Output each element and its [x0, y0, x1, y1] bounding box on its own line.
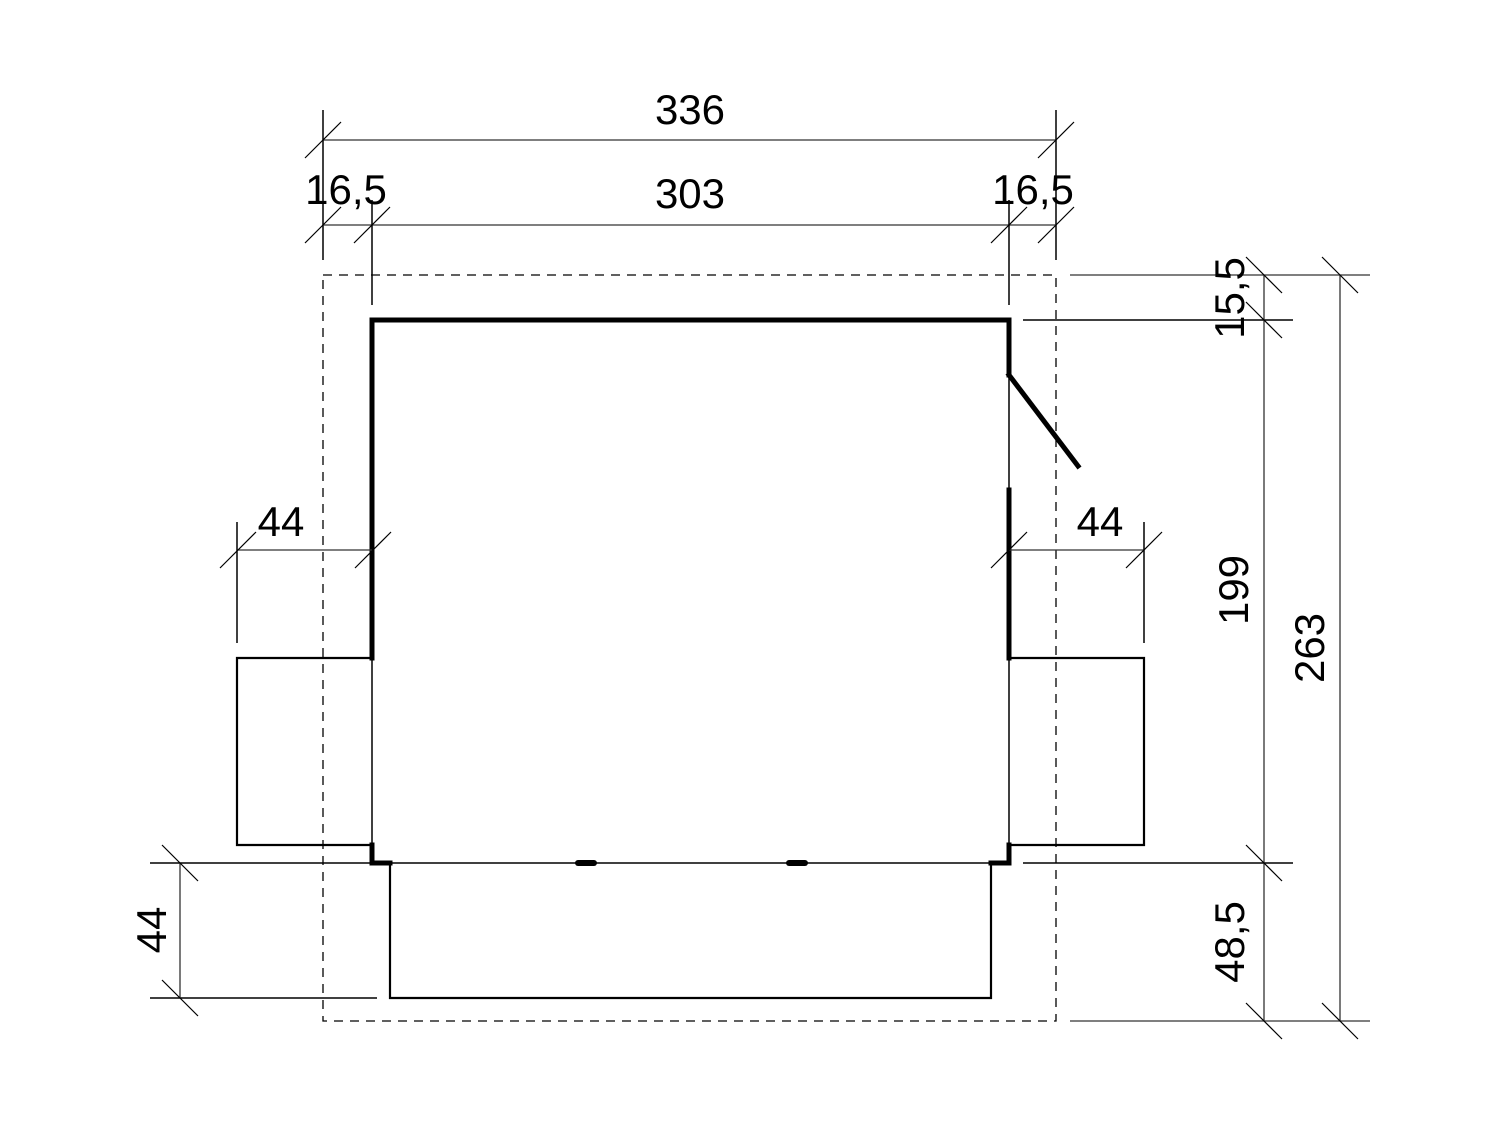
inner-depth-label: 199: [1210, 555, 1257, 625]
front-step-depth-label: 44: [128, 907, 175, 954]
top-offset-label: 15,5: [1206, 257, 1253, 339]
dimension-inner-width: 16,5 303 16,5: [304, 166, 1075, 305]
left-offset-label: 16,5: [305, 166, 387, 213]
door-swing: [1005, 371, 1082, 470]
dimension-overall-width: 336: [304, 86, 1075, 260]
left-wing: [235, 656, 372, 847]
front-step: [388, 863, 993, 1000]
dimension-left-wing: 44: [219, 498, 392, 643]
dimension-right-wing: 44: [990, 498, 1163, 643]
left-wing-width-label: 44: [258, 498, 305, 545]
overall-footprint-outline: [322, 274, 1057, 1022]
overall-depth-label: 263: [1286, 613, 1333, 683]
dimension-vertical-right: 15,5 199 263 48,5: [1023, 256, 1370, 1040]
main-walls: [369, 317, 1082, 845]
right-offset-label: 16,5: [992, 166, 1074, 213]
right-wing: [1009, 656, 1146, 847]
inner-width-label: 303: [655, 170, 725, 217]
overall-width-label: 336: [655, 86, 725, 133]
front-corners: [369, 842, 1012, 866]
bottom-offset-label: 48,5: [1206, 901, 1253, 983]
dimension-front-step: 44: [128, 844, 377, 1017]
right-wing-width-label: 44: [1077, 498, 1124, 545]
